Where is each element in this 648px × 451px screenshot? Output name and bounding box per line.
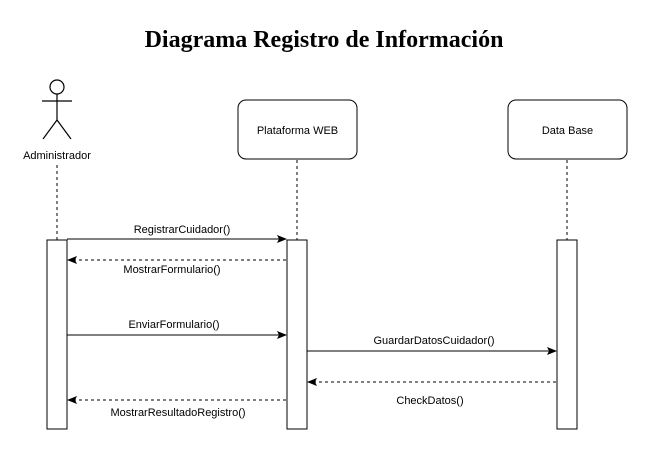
participant-label: Plataforma WEB	[257, 125, 338, 137]
message-2: MostrarFormulario()	[67, 256, 286, 276]
message-5: CheckDatos()	[307, 378, 556, 407]
message-label: RegistrarCuidador()	[134, 224, 231, 236]
actor-administrador: Administrador	[23, 79, 91, 162]
message-label: GuardarDatosCuidador()	[373, 335, 494, 347]
message-4: GuardarDatosCuidador()	[307, 335, 557, 355]
participant-box	[237, 99, 358, 160]
activation-bar-data-base	[556, 239, 578, 430]
diagram-title: Diagrama Registro de Información	[145, 27, 504, 53]
activation-bar-administrador	[46, 239, 68, 430]
message-label: MostrarResultadoRegistro()	[110, 407, 245, 419]
participant-label: Data Base	[542, 125, 593, 137]
participant-label: Administrador	[23, 150, 91, 162]
message-3: EnviarFormulario()	[67, 319, 287, 339]
message-label: EnviarFormulario()	[128, 319, 219, 331]
participant-data-base: Data Base	[507, 99, 628, 160]
message-label: CheckDatos()	[396, 395, 463, 407]
message-6: MostrarResultadoRegistro()	[67, 396, 286, 419]
participant-plataforma-web: Plataforma WEB	[237, 99, 358, 160]
message-1: RegistrarCuidador()	[67, 224, 287, 243]
actor-stick-figure-icon	[42, 79, 72, 140]
message-label: MostrarFormulario()	[123, 264, 220, 276]
participant-box	[507, 99, 628, 160]
activation-bar-plataforma-web	[286, 239, 308, 430]
